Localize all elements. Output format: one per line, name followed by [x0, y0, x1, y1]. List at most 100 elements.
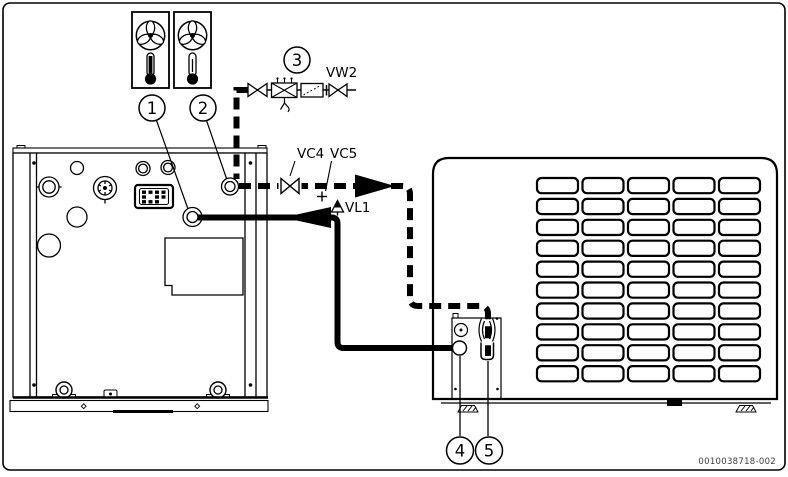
return-connection-fitting: [220, 177, 240, 196]
outdoor-flow-fitting: [451, 340, 468, 356]
plinth-shadow: [113, 410, 173, 413]
grille-slat: [717, 365, 762, 383]
callout-1: 1: [138, 94, 166, 122]
panel-tab: [452, 313, 459, 319]
grille-slat: [581, 344, 625, 362]
service-panel: [164, 237, 244, 296]
grille-slat: [535, 260, 580, 278]
measuring-point-icon: [317, 191, 327, 202]
grille-slat: [626, 281, 671, 299]
grille-slat: [717, 344, 762, 362]
opening: [66, 206, 88, 228]
return-pipe-solid: [198, 214, 457, 351]
opening: [36, 233, 62, 258]
pipes: [198, 87, 495, 361]
screw: [495, 317, 499, 320]
grille-slat: [672, 344, 716, 362]
grille-slat: [581, 197, 625, 216]
grille-slat: [581, 302, 625, 320]
grille-slat: [535, 302, 580, 320]
label-vc5: VC5: [330, 146, 357, 162]
screw: [248, 383, 253, 387]
grille-slat: [535, 176, 580, 195]
grille-slat: [535, 239, 580, 257]
grille-slat: [717, 239, 762, 257]
grille-slat: [672, 176, 716, 195]
shutoff-valve-icon: [280, 177, 300, 195]
grille-slat: [717, 302, 762, 320]
thermometer-filled-icon: [144, 52, 157, 85]
opening: [160, 159, 176, 176]
screw: [32, 383, 36, 387]
grille-slat: [626, 239, 671, 257]
callout-number: 3: [292, 51, 303, 70]
grille-slat: [535, 218, 580, 237]
figure-border: [2, 2, 786, 471]
drain-icon: [279, 97, 290, 113]
grille-slat: [535, 197, 580, 216]
leader-2: [205, 120, 228, 179]
grille-slat: [672, 365, 716, 383]
legend-box-1: [131, 11, 170, 89]
connector-block-icon: [133, 183, 175, 210]
grille-slat: [672, 323, 716, 341]
grille-slat: [626, 323, 671, 341]
label-vl1: VL1: [345, 200, 370, 216]
foot-icon: [457, 405, 479, 413]
grille-slat: [535, 365, 580, 383]
grille-slat: [717, 281, 762, 299]
indoor-unit: [9, 145, 269, 413]
pipe-labels: VC4 VC5 VL1: [289, 146, 370, 216]
cable-gland-icon: [92, 175, 118, 204]
grille-slat: [672, 260, 716, 278]
grille-slat: [581, 239, 625, 257]
grille-slat: [626, 197, 671, 216]
grille-slat: [717, 218, 762, 237]
connection-panel: [451, 313, 502, 400]
screw: [32, 161, 36, 165]
grille-slat: [581, 281, 625, 299]
callout-number: 1: [147, 99, 158, 118]
grille-slat: [717, 260, 762, 278]
document-number: 0010038718-002: [698, 457, 776, 467]
valve-assembly: [245, 77, 356, 113]
grille-slat: [672, 197, 716, 216]
base-clip: [667, 399, 682, 406]
opening: [137, 163, 149, 174]
flow-pipe-dashed: [239, 183, 491, 356]
callout-4: 4: [445, 436, 475, 465]
screw: [248, 161, 253, 165]
outdoor-unit: [431, 156, 779, 413]
callout-number: 2: [198, 99, 209, 118]
grille-slat: [626, 176, 671, 195]
grille-slat: [535, 281, 580, 299]
grille-slat: [626, 260, 671, 278]
thermometer-icon: [186, 52, 199, 85]
grille-slat: [672, 281, 716, 299]
hot-water-pipe-riser: [233, 87, 248, 179]
grille-slat: [581, 323, 625, 341]
callout-number: 4: [455, 441, 466, 460]
fan-icon: [177, 20, 208, 51]
grille-slat: [672, 218, 716, 237]
callout-number: 5: [484, 441, 495, 460]
grille-slat: [717, 323, 762, 341]
callout-5: 5: [474, 436, 504, 465]
grille-slat: [581, 365, 625, 383]
foot-icon: [735, 405, 757, 413]
grille-slat: [626, 218, 671, 237]
sensor-port: [453, 322, 469, 338]
outdoor-grille: [535, 176, 762, 383]
top-rail: [12, 147, 268, 154]
opening: [69, 160, 85, 176]
shutoff-valve-icon: [328, 82, 348, 98]
screw: [496, 387, 499, 391]
fan-icon: [135, 20, 166, 51]
legend-box-2: [173, 11, 212, 89]
opening: [162, 162, 174, 173]
motor-valve-icon: [270, 77, 298, 99]
flow-arrow-right-icon: [355, 174, 395, 198]
grille-slat: [672, 302, 716, 320]
